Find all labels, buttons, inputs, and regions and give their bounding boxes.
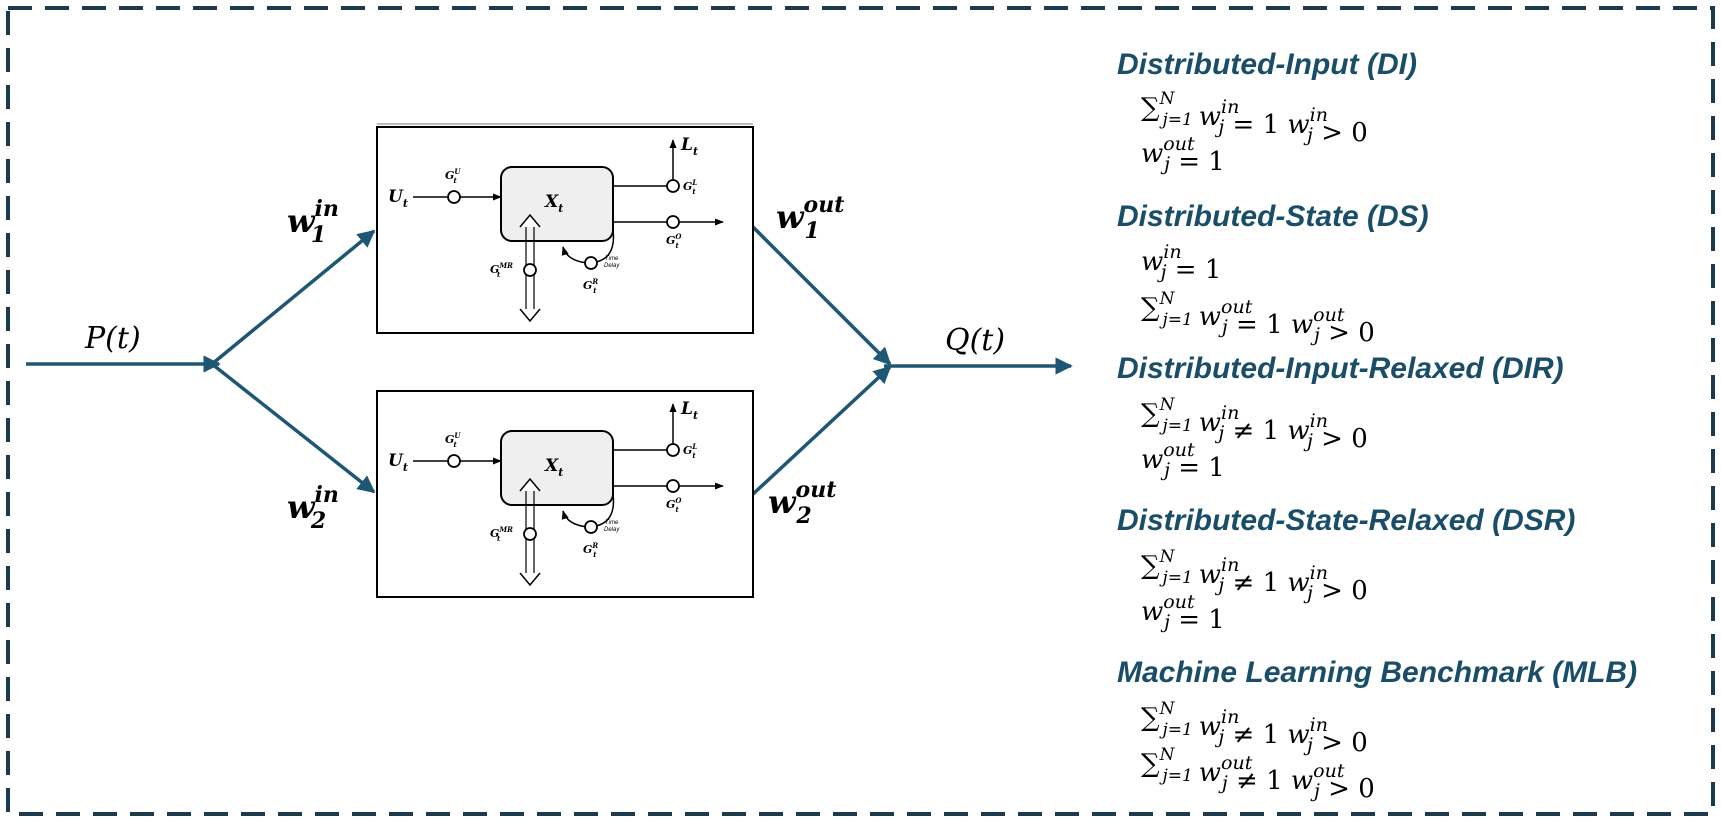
section-title: Machine Learning Benchmark (MLB) (1117, 656, 1637, 689)
section-title: Distributed-State (DS) (1117, 200, 1429, 233)
section-title: Distributed-Input (DI) (1117, 48, 1417, 81)
branch-down-arrow (210, 362, 376, 494)
input-label: P(t) (84, 321, 141, 356)
branch-up-arrow (210, 229, 376, 366)
output-label: Q(t) (945, 323, 1005, 358)
merge-down-arrow (750, 365, 892, 497)
section-title: Distributed-State-Relaxed (DSR) (1117, 504, 1575, 537)
flow-arrows (26, 224, 1073, 497)
model-block-1 (377, 127, 753, 333)
model-block-2 (377, 391, 753, 597)
section-title: Distributed-Input-Relaxed (DIR) (1117, 352, 1564, 385)
merge-up-arrow (750, 224, 892, 366)
dashed-border (6, 6, 1715, 816)
